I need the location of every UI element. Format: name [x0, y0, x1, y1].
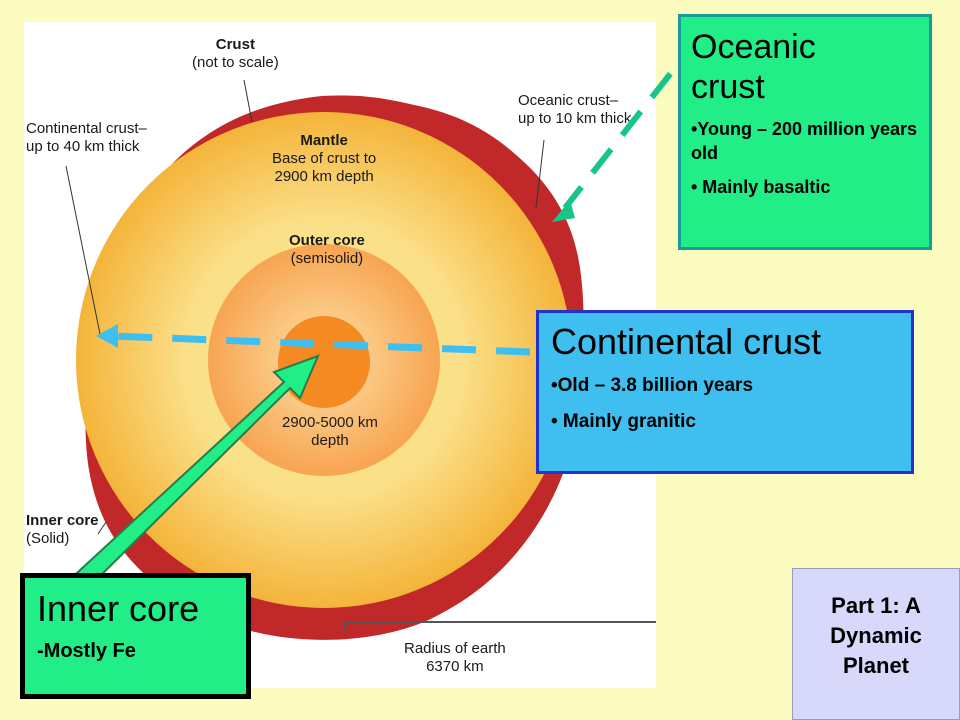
oceanic-crust-label: Oceanic crust– up to 10 km thick — [518, 92, 631, 128]
radius-scale-bar — [344, 621, 656, 632]
crust-subtitle: (not to scale) — [192, 54, 279, 71]
continental-bullet-age: •Old – 3.8 billion years — [551, 375, 754, 396]
radius-label-line2: 6370 km — [426, 658, 484, 675]
mantle-title: Mantle — [300, 132, 348, 149]
inner-core-title: Inner core — [26, 512, 99, 529]
continental-crust-label-line1: Continental crust– — [26, 120, 147, 137]
continental-crust-label: Continental crust– up to 40 km thick — [26, 120, 147, 156]
part-title-line3: Planet — [842, 653, 910, 678]
oceanic-crust-callout-title: Oceanic crust — [691, 28, 816, 106]
oceanic-crust-label-line1: Oceanic crust– — [518, 92, 619, 109]
outer-core-label: Outer core (semisolid) — [289, 232, 365, 268]
oceanic-bullet-age: •Young – 200 million years old — [691, 119, 918, 163]
depth-label: 2900-5000 km depth — [282, 414, 378, 450]
inner-core-callout: Inner core -Mostly Fe — [20, 573, 251, 699]
crust-title: Crust — [215, 36, 255, 53]
oceanic-bullet-composition: • Mainly basaltic — [691, 177, 831, 197]
depth-label-line1: 2900-5000 km — [282, 414, 378, 431]
inner-core-label: Inner core (Solid) — [26, 512, 99, 548]
continental-bullet-composition: • Mainly granitic — [551, 411, 696, 432]
oceanic-crust-callout: Oceanic crust •Young – 200 million years… — [678, 14, 932, 250]
radius-label-line1: Radius of earth — [404, 640, 506, 657]
outer-core-subtitle: (semisolid) — [290, 250, 364, 267]
inner-core-note: -Mostly Fe — [37, 640, 136, 662]
part-title-line2: Dynamic — [830, 623, 922, 648]
inner-core-callout-title: Inner core — [37, 588, 200, 629]
mantle-label-line1: Base of crust to — [272, 150, 377, 167]
mantle-label-line2: 2900 km depth — [274, 168, 374, 185]
inner-core-layer — [278, 316, 370, 408]
part-title-box: Part 1: A Dynamic Planet — [792, 568, 960, 720]
inner-core-subtitle: (Solid) — [26, 530, 70, 547]
mantle-label: Mantle Base of crust to 2900 km depth — [272, 132, 376, 186]
oceanic-crust-label-line2: up to 10 km thick — [518, 110, 632, 127]
part-title-line1: Part 1: A — [831, 593, 921, 618]
continental-crust-callout: Continental crust •Old – 3.8 billion yea… — [536, 310, 914, 474]
crust-label: Crust (not to scale) — [192, 36, 279, 72]
continental-crust-callout-title: Continental crust — [551, 321, 822, 362]
outer-core-title: Outer core — [289, 232, 365, 249]
continental-crust-label-line2: up to 40 km thick — [26, 138, 140, 155]
radius-label: Radius of earth 6370 km — [404, 640, 506, 676]
depth-label-line2: depth — [311, 432, 349, 449]
